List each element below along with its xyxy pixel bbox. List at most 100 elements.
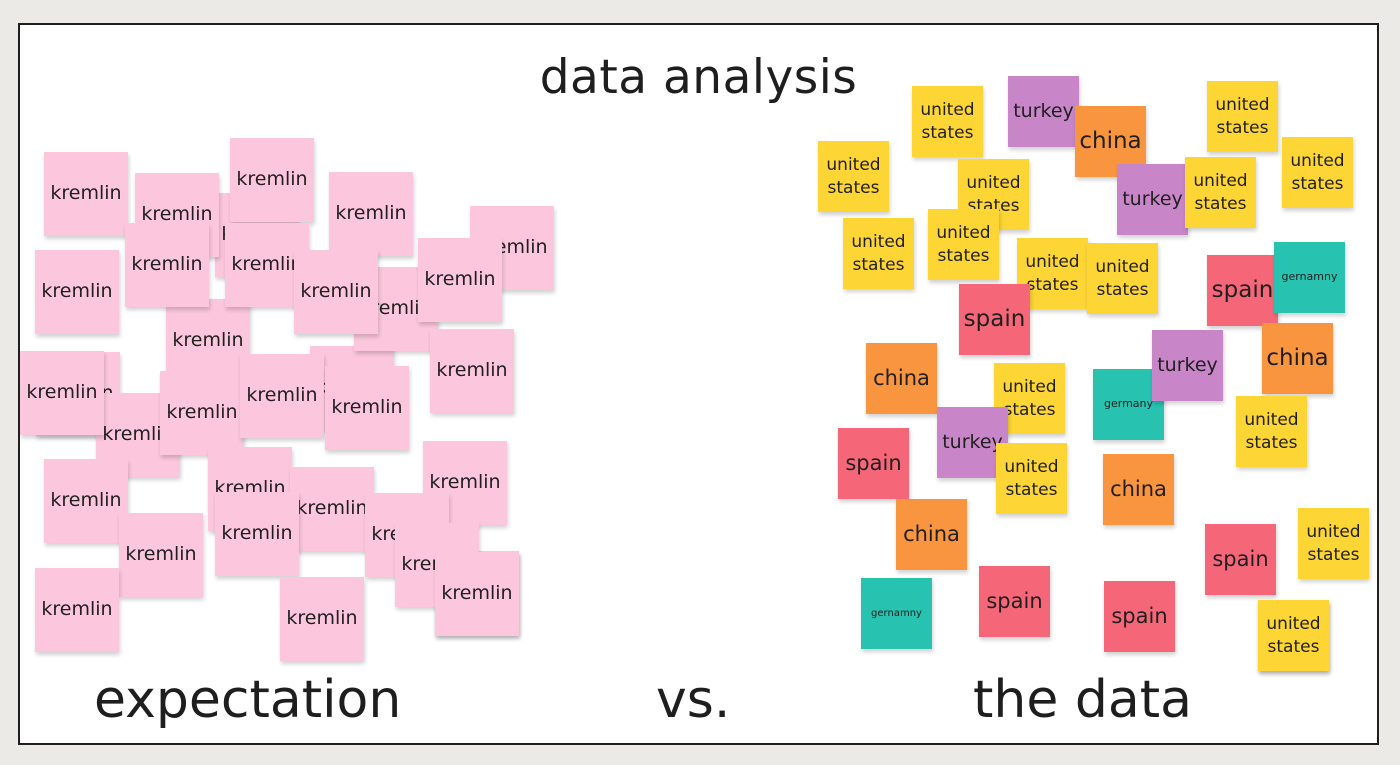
data-sticky-note[interactable]: spain: [1205, 524, 1276, 595]
sticky-note-label: united states: [936, 223, 991, 266]
data-sticky-note[interactable]: turkey: [1008, 76, 1079, 147]
sticky-note-label: kremlin: [236, 168, 308, 191]
data-sticky-note[interactable]: united states: [912, 86, 983, 157]
sticky-note-label: germany: [1103, 397, 1154, 411]
sticky-note-label: kremlin: [436, 359, 508, 382]
kremlin-sticky-note[interactable]: kremlin: [160, 371, 244, 455]
kremlin-sticky-note[interactable]: kremlin: [44, 459, 128, 543]
sticky-note-label: kremlin: [221, 522, 293, 545]
data-sticky-note[interactable]: united states: [1258, 600, 1329, 671]
sticky-note-label: turkey: [1013, 99, 1074, 122]
data-sticky-note[interactable]: united states: [1298, 508, 1369, 579]
sticky-note-label: united states: [1244, 410, 1299, 453]
sticky-note-label: spain: [986, 588, 1043, 613]
data-sticky-note[interactable]: united states: [1087, 243, 1158, 314]
sticky-note-label: kremlin: [41, 598, 113, 621]
sticky-note-label: united states: [1266, 614, 1321, 657]
caption-the-data: the data: [973, 670, 1192, 730]
data-sticky-note[interactable]: china: [1103, 454, 1174, 525]
sticky-note-label: united states: [1025, 252, 1080, 295]
sticky-note-label: kremlin: [360, 297, 432, 320]
data-sticky-note[interactable]: spain: [1207, 255, 1278, 326]
sticky-note-label: kremlin: [166, 401, 238, 424]
kremlin-sticky-note[interactable]: kremlin: [119, 513, 203, 597]
data-sticky-note[interactable]: turkey: [1117, 164, 1188, 235]
sticky-note-label: kremlin: [246, 384, 318, 407]
data-sticky-note[interactable]: spain: [1104, 581, 1175, 652]
sticky-note-label: spain: [845, 450, 902, 475]
sticky-note-label: kremlin: [172, 329, 244, 352]
sticky-note-label: spain: [1211, 277, 1274, 304]
data-sticky-note[interactable]: turkey: [1152, 330, 1223, 401]
kremlin-sticky-note[interactable]: kremlin: [35, 568, 119, 652]
data-sticky-note[interactable]: gernamny: [861, 578, 932, 649]
sticky-note-label: kremlin: [50, 489, 122, 512]
kremlin-sticky-note[interactable]: kremlin: [240, 354, 324, 438]
data-sticky-note[interactable]: china: [1262, 323, 1333, 394]
data-sticky-note[interactable]: united states: [1185, 157, 1256, 228]
sticky-note-label: kremlin: [286, 607, 358, 630]
kremlin-sticky-note[interactable]: kremlin: [44, 152, 128, 236]
sticky-note-label: kremlin: [102, 423, 174, 446]
sticky-note-label: kremlin: [50, 182, 122, 205]
data-sticky-note[interactable]: united states: [996, 443, 1067, 514]
sticky-note-label: turkey: [1157, 353, 1218, 376]
caption-expectation: expectation: [94, 670, 402, 730]
sticky-note-label: kremlin: [335, 202, 407, 225]
kremlin-sticky-note[interactable]: kremlin: [418, 238, 502, 322]
sticky-note-label: united states: [1290, 151, 1345, 194]
sticky-note-label: china: [1079, 128, 1142, 155]
sticky-note-label: kremlin: [424, 268, 496, 291]
kremlin-sticky-note[interactable]: kremlin: [125, 223, 209, 307]
sticky-note-label: united states: [1002, 377, 1057, 420]
data-sticky-note[interactable]: spain: [979, 566, 1050, 637]
kremlin-sticky-note[interactable]: kremlin: [325, 366, 409, 450]
data-sticky-note[interactable]: spain: [838, 428, 909, 499]
sticky-note-label: spain: [963, 306, 1026, 333]
sticky-note-label: kremlin: [441, 582, 513, 605]
sticky-note-label: gernamny: [871, 607, 922, 619]
sticky-note-label: united states: [826, 155, 881, 198]
kremlin-sticky-note[interactable]: kremlin: [166, 299, 250, 383]
kremlin-sticky-note[interactable]: kremlin: [215, 492, 299, 576]
sticky-note-label: united states: [1215, 95, 1270, 138]
sticky-note-label: united states: [920, 100, 975, 143]
data-sticky-note[interactable]: united states: [818, 141, 889, 212]
sticky-note-label: turkey: [942, 430, 1003, 453]
sticky-note-label: kremlin: [41, 280, 113, 303]
sticky-note-label: china: [903, 521, 960, 546]
kremlin-sticky-note[interactable]: kremlin: [280, 577, 364, 661]
sticky-note-label: united states: [851, 232, 906, 275]
kremlin-sticky-note[interactable]: kremlin: [435, 552, 519, 636]
board-title: data analysis: [539, 50, 858, 105]
kremlin-sticky-note[interactable]: kremlin: [35, 250, 119, 334]
sticky-note-label: kremlin: [26, 381, 98, 404]
sticky-note-label: kremlin: [296, 497, 368, 520]
data-sticky-note[interactable]: united states: [1207, 81, 1278, 152]
sticky-note-label: gernamny: [1281, 270, 1338, 284]
sticky-note-label: kremlin: [141, 203, 213, 226]
sticky-note-label: united states: [1095, 257, 1150, 300]
sticky-note-label: spain: [1212, 546, 1269, 571]
kremlin-sticky-note[interactable]: kremlin: [294, 250, 378, 334]
sticky-note-label: united states: [1193, 171, 1248, 214]
data-sticky-note[interactable]: gernamny: [1274, 242, 1345, 313]
kremlin-sticky-note[interactable]: kremlin: [20, 351, 104, 435]
data-sticky-note[interactable]: china: [896, 499, 967, 570]
kremlin-sticky-note[interactable]: kremlin: [430, 329, 514, 413]
sticky-note-label: china: [873, 365, 930, 390]
data-sticky-note[interactable]: united states: [843, 218, 914, 289]
sticky-note-label: china: [1266, 345, 1329, 372]
sticky-note-label: kremlin: [300, 280, 372, 303]
data-sticky-note[interactable]: united states: [1236, 396, 1307, 467]
sticky-note-label: kremlin: [131, 253, 203, 276]
data-sticky-note[interactable]: china: [866, 343, 937, 414]
kremlin-sticky-note[interactable]: kremlin: [230, 138, 314, 222]
kremlin-sticky-note[interactable]: kremlin: [290, 467, 374, 551]
data-sticky-note[interactable]: united states: [1282, 137, 1353, 208]
sticky-note-label: kremlin: [231, 253, 303, 276]
kremlin-sticky-note[interactable]: kremlin: [329, 172, 413, 256]
data-sticky-note[interactable]: spain: [959, 284, 1030, 355]
data-sticky-note[interactable]: united states: [928, 209, 999, 280]
